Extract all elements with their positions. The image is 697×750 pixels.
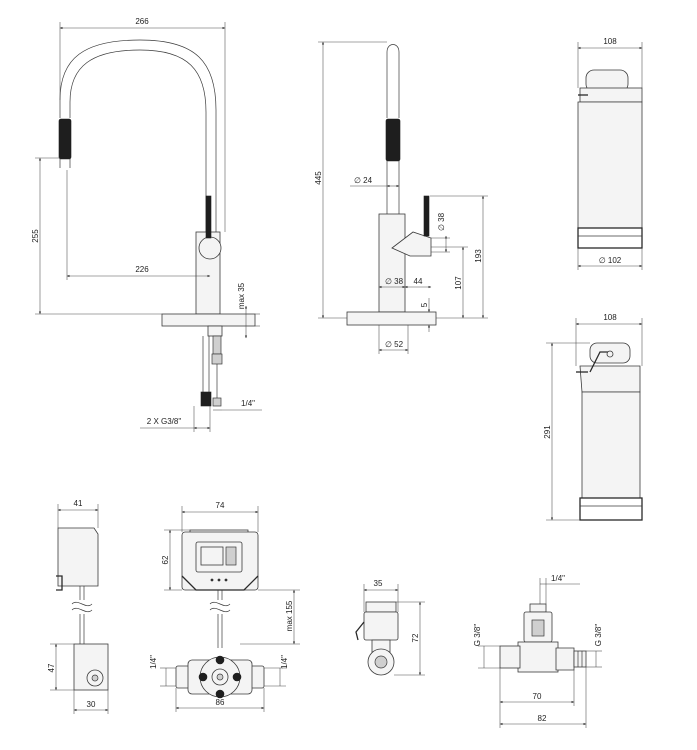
dim-deck-max: max 35 <box>237 282 246 309</box>
side-body <box>378 213 406 313</box>
ctrl-side-housing <box>57 527 99 587</box>
dim-valve-width: 35 <box>374 579 383 588</box>
gooseneck-inner <box>69 49 207 232</box>
dim-thread: 2 X G3/8" <box>147 417 182 426</box>
gooseneck-outer <box>59 39 217 232</box>
faucet-side-view: 445 ∅ 24 ∅ 38 ∅ 38 44 193 107 5 ∅ 52 <box>314 41 488 354</box>
side-deck-plate <box>346 311 437 326</box>
dim-body-height: 107 <box>454 276 463 290</box>
dim-spout-width: 266 <box>135 17 149 26</box>
dim-tee-outer: 82 <box>538 714 547 723</box>
dim-tee-left: G 3/8" <box>473 624 482 647</box>
lever-hub <box>198 236 222 260</box>
dim-tee-right: G 3/8" <box>594 624 603 647</box>
control-side-view: 41 47 30 <box>47 499 109 714</box>
dim-lever-offset: 44 <box>414 277 423 286</box>
dim-spout-reach: 226 <box>135 265 149 274</box>
dim-lever-dia: ∅ 38 <box>437 212 446 231</box>
valve-body <box>363 611 399 641</box>
dim-valve-height: 72 <box>411 633 420 642</box>
dim-ctrl-side-base: 30 <box>87 700 96 709</box>
dim-ctrl-fit-left: 1/4" <box>149 655 158 669</box>
deck-plate <box>161 313 256 327</box>
dim-tee-top: 1/4" <box>551 574 565 583</box>
control-front-view: 74 62 max 155 1/4" 1/4" 86 <box>149 501 300 712</box>
dim-base-dia: ∅ 52 <box>385 340 404 349</box>
dim-hose-fitting: 1/4" <box>241 399 255 408</box>
filter2-shoulder <box>579 365 641 393</box>
filter2-cartridge <box>581 391 641 499</box>
dim-filter-top-width: 108 <box>603 37 617 46</box>
filter-view-top: 108 ∅ 102 <box>577 37 643 270</box>
dim-pipe-dia: ∅ 24 <box>354 176 373 185</box>
tee-body <box>517 641 559 673</box>
tee-left-nut <box>499 645 521 669</box>
dim-ctrl-cable: max 155 <box>285 600 294 631</box>
side-spout-top <box>386 44 400 118</box>
lever-handle <box>205 195 212 239</box>
dim-ctrl-fit-right: 1/4" <box>280 655 289 669</box>
dim-filter-base-dia: ∅ 102 <box>599 256 622 265</box>
filter2-base-ring <box>579 497 643 521</box>
grip-sleeve <box>58 118 72 160</box>
tee-connector-view: 1/4" G 3/8" G 3/8" 70 82 <box>473 574 603 728</box>
dim-ctrl-side-width: 41 <box>74 499 83 508</box>
valve-cap <box>365 601 397 613</box>
valve-handle <box>355 621 365 641</box>
side-grip-sleeve <box>385 118 401 162</box>
dim-body-dia: ∅ 38 <box>385 277 404 286</box>
dim-side-height: 445 <box>314 171 323 185</box>
filter-clamp <box>579 87 643 103</box>
dim-ctrl-front-height: 62 <box>161 555 170 564</box>
filter-cartridge <box>577 101 643 229</box>
dim-lever-height: 193 <box>474 249 483 263</box>
dim-ctrl-base-width: 86 <box>216 698 225 707</box>
filter-view-tall: 108 291 <box>543 313 643 521</box>
faucet-front-view: 266 255 226 max 35 2 X G3/8" 1/4" <box>31 17 262 432</box>
dim-filter2-width: 108 <box>603 313 617 322</box>
tee-right-nut <box>555 647 575 671</box>
dim-tee-inner: 70 <box>533 692 542 701</box>
side-lever-handle <box>423 195 430 237</box>
dim-filter2-height: 291 <box>543 425 552 439</box>
dim-ctrl-side-height: 47 <box>47 663 56 672</box>
filter-base-ring <box>577 227 643 249</box>
dim-ctrl-front-width: 74 <box>216 501 225 510</box>
dim-base-thickness: 5 <box>420 302 429 307</box>
angle-valve-view: 35 72 <box>355 579 425 676</box>
dim-spout-height: 255 <box>31 229 40 243</box>
